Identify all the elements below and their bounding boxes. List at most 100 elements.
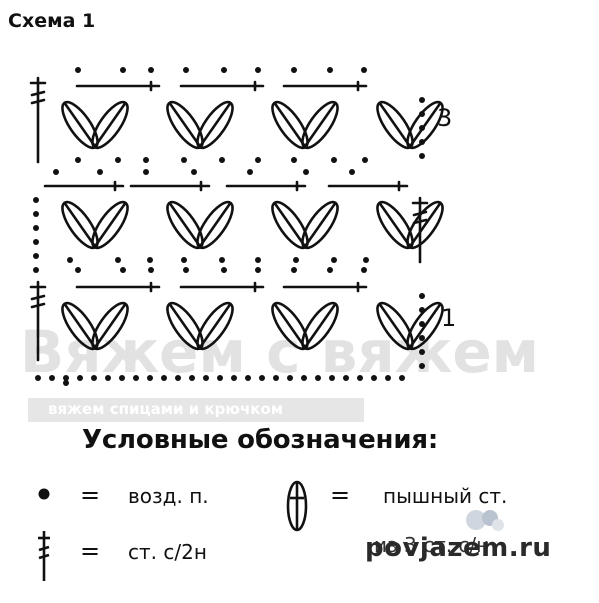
chain-stitch-dot xyxy=(329,375,335,381)
row-number-3: 3 xyxy=(437,104,453,132)
puff-stitch-center-line xyxy=(378,302,412,350)
puff-stitch xyxy=(196,100,234,150)
chain-stitch-dot xyxy=(371,375,377,381)
chain-stitch-dot xyxy=(147,257,153,263)
chain-stitch-dot xyxy=(385,375,391,381)
chain-stitch-dot xyxy=(120,67,126,73)
legend-label-chain: возд. п. xyxy=(128,484,209,508)
puff-stitch xyxy=(91,100,129,150)
chain-stitch-dot xyxy=(327,267,333,273)
chain-stitch-icon xyxy=(38,488,50,500)
chain-stitch-dot xyxy=(419,125,425,131)
puff-stitch-center-line xyxy=(63,201,97,249)
chain-stitch-dot xyxy=(327,67,333,73)
chain-stitch-dot xyxy=(331,157,337,163)
puff-stitch-center-line xyxy=(93,201,127,249)
chain-stitch-dot xyxy=(49,375,55,381)
chain-stitch-dot xyxy=(147,375,153,381)
chain-stitch-dot xyxy=(399,375,405,381)
puff-stitch xyxy=(406,100,444,150)
chain-stitch-dot xyxy=(133,375,139,381)
chain-stitch-dot xyxy=(419,363,425,369)
chain-stitch-dot xyxy=(115,157,121,163)
puff-stitch-center-line xyxy=(273,302,307,350)
puff-stitch-icon xyxy=(286,480,308,532)
chain-stitch-dot xyxy=(361,267,367,273)
chain-stitch-dot xyxy=(77,375,83,381)
legend-label-double-crochet: ст. с/2н xyxy=(128,540,207,564)
chain-stitch-dot xyxy=(75,67,81,73)
chain-stitch-dot xyxy=(75,267,81,273)
legend-equals: = xyxy=(80,537,101,565)
chain-stitch-dot xyxy=(181,157,187,163)
chain-stitch-dot xyxy=(63,375,69,381)
chain-stitch-dot xyxy=(419,111,425,117)
chain-stitch-dot xyxy=(115,257,121,263)
puff-stitch-center-line xyxy=(168,201,202,249)
chain-stitch-dot xyxy=(419,139,425,145)
chain-stitch-dot xyxy=(53,169,59,175)
puff-stitch xyxy=(406,200,444,250)
chain-stitch-dot xyxy=(120,267,126,273)
chain-stitch-dot xyxy=(259,375,265,381)
double-crochet-bar xyxy=(412,218,428,225)
chain-stitch-dot xyxy=(33,211,39,217)
double-crochet-bar xyxy=(30,90,46,97)
puff-stitch-center-line xyxy=(408,302,442,350)
puff-stitch xyxy=(301,301,339,351)
puff-stitch-center-line xyxy=(378,101,412,149)
puff-stitch xyxy=(91,200,129,250)
chain-stitch-dot xyxy=(315,375,321,381)
puff-stitch-center-line xyxy=(408,201,442,249)
legend-label-puff-line2: из 3 ст. с/н xyxy=(374,533,490,557)
chain-stitch-dot xyxy=(419,97,425,103)
chain-stitch-dot xyxy=(363,257,369,263)
legend-heading: Условные обозначения: xyxy=(82,425,439,455)
puff-stitch-center-line xyxy=(198,201,232,249)
chain-stitch-dot xyxy=(245,375,251,381)
chain-stitch-dot xyxy=(217,375,223,381)
chain-stitch-dot xyxy=(255,67,261,73)
double-crochet-bar xyxy=(30,294,46,301)
chain-stitch-dot xyxy=(119,375,125,381)
diagram-title: Схема 1 xyxy=(8,10,96,32)
chain-stitch-dot xyxy=(175,375,181,381)
puff-stitch xyxy=(196,200,234,250)
puff-stitch-center-line xyxy=(93,101,127,149)
chain-stitch-dot xyxy=(273,375,279,381)
chain-stitch-dot xyxy=(419,153,425,159)
chain-stitch-dot xyxy=(293,257,299,263)
chain-stitch-dot xyxy=(255,157,261,163)
chain-stitch-dot xyxy=(97,169,103,175)
chain-stitch-dot xyxy=(287,375,293,381)
chain-stitch-dot xyxy=(181,257,187,263)
chain-stitch-dot xyxy=(255,267,261,273)
puff-stitch-center-line xyxy=(198,101,232,149)
puff-stitch xyxy=(406,301,444,351)
chain-stitch-dot xyxy=(183,67,189,73)
chain-stitch-dot xyxy=(362,157,368,163)
chain-stitch-dot xyxy=(191,169,197,175)
chain-stitch-dot xyxy=(291,157,297,163)
chain-stitch-dot xyxy=(219,257,225,263)
chain-stitch-dot xyxy=(33,267,39,273)
chain-stitch-dot xyxy=(357,375,363,381)
chain-stitch-dot xyxy=(247,169,253,175)
puff-stitch-center-line xyxy=(303,201,337,249)
watermark-banner-text: вяжем спицами и крючком xyxy=(48,400,283,418)
puff-stitch-center-line xyxy=(378,201,412,249)
chain-stitch-dot xyxy=(419,293,425,299)
legend-equals: = xyxy=(330,481,351,509)
chain-stitch-dot xyxy=(33,253,39,259)
row-number-1: 1 xyxy=(441,304,457,332)
chain-stitch-dot xyxy=(67,257,73,263)
legend-equals: = xyxy=(80,481,101,509)
chain-stitch-dot xyxy=(221,267,227,273)
chain-stitch-dot xyxy=(419,307,425,313)
chain-stitch-dot xyxy=(419,321,425,327)
double-crochet-bar xyxy=(30,98,46,105)
chain-stitch-dot xyxy=(33,225,39,231)
chain-stitch-dot xyxy=(33,239,39,245)
chain-stitch-dot xyxy=(148,67,154,73)
